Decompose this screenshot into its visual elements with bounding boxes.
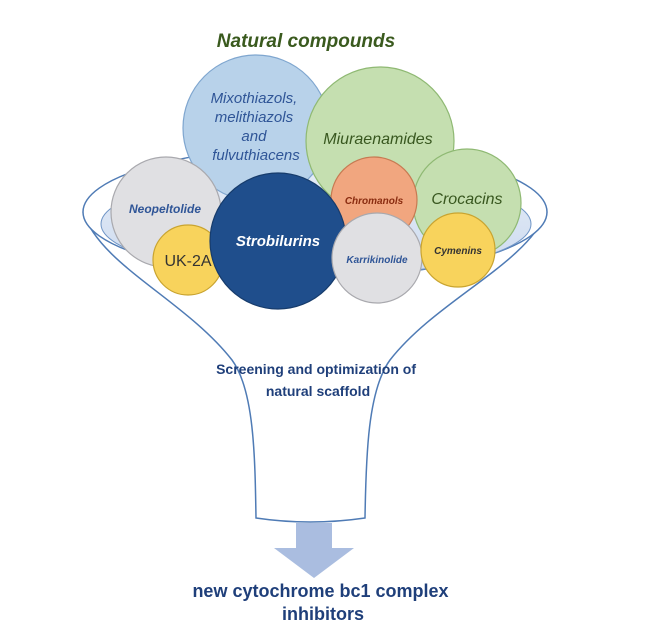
label-chromanols: Chromanols [345,196,404,207]
compound-uk2a: UK-2A [152,224,224,296]
svg-text:new cytochrome bc1 complex: new cytochrome bc1 complex inhibitors [192,581,453,624]
label-mixothiazols-line4: fulvuthiacens [212,147,300,164]
label-mixothiazols-line2: melithiazols [215,109,294,126]
title: Natural compounds [217,31,395,52]
screening-line1: Screening and optimization of [216,361,416,377]
label-karrikinolide: Karrikinolide [346,255,408,266]
label-cymenins: Cymenins [434,246,482,257]
result-line1: new cytochrome bc1 complex [192,581,448,601]
compound-strobilurins: Strobilurins [209,172,347,310]
screening-line2: natural scaffold [266,383,370,399]
label-miuraenamides: Miuraenamides [323,131,432,148]
compound-mixothiazols: Mixothiazols, melithiazols and fulvuthia… [182,54,330,202]
svg-text:Screening and optimization of: Screening and optimization of natural sc… [216,361,420,399]
label-crocacins: Crocacins [431,191,502,208]
label-mixothiazols-line1: Mixothiazols, [211,90,298,107]
label-uk2a: UK-2A [164,253,211,270]
label-mixothiazols-line3: and [241,128,267,145]
down-arrow-icon [274,523,354,578]
result-line2: inhibitors [282,604,364,624]
compound-cymenins: Cymenins [420,212,496,288]
label-neopeltolide: Neopeltolide [129,202,201,216]
svg-text:Mixothiazols, melithiazo: Mixothiazols, melithiazols and fulvuthia… [211,90,302,164]
compound-karrikinolide: Karrikinolide [331,212,423,304]
label-strobilurins: Strobilurins [236,233,320,250]
